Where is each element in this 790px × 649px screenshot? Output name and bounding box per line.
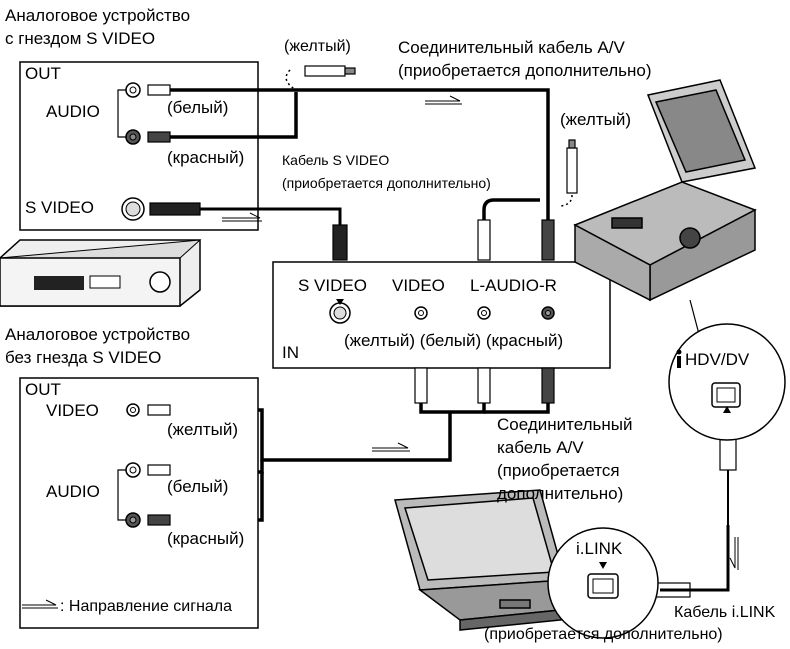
analog-device-svideo-title-line2: с гнездом S VIDEO	[5, 29, 156, 48]
av-cable2-label-line1: Соединительный	[497, 415, 633, 434]
right-yellow-label: (желтый)	[560, 110, 632, 129]
in-panel-audio-label: L-AUDIO-R	[470, 276, 557, 295]
ilink-symbol-icon	[676, 349, 682, 368]
upper-red-label: (красный)	[167, 148, 245, 167]
loose-yellow-plug-icon	[304, 65, 356, 77]
loose-yellow-plug-vertical-icon	[566, 139, 578, 194]
av-cable2-label-line3: (приобретается	[497, 461, 620, 480]
av-cable-label-line1: Соединительный кабель A/V	[398, 38, 625, 57]
legend-signal-direction: : Направление сигнала	[60, 598, 233, 615]
signal-direction-arrows-icon	[222, 95, 739, 570]
in-panel-top-plugs-icon	[332, 219, 555, 261]
av-cable2-label-line4: дополнительно)	[497, 484, 624, 503]
analog-device-no-svideo-title-line1: Аналоговое устройство	[5, 325, 191, 344]
ilink-port-label: i.LINK	[576, 539, 623, 558]
av-cable2-label-line2: кабель A/V	[497, 438, 584, 457]
lower-plugs-icon	[147, 404, 171, 526]
lower-out-label: OUT	[25, 380, 61, 399]
lower-audio-label: AUDIO	[46, 482, 100, 501]
upper-svideo-label: S VIDEO	[25, 198, 94, 217]
svideo-cable-label-line2: (приобретается дополнительно)	[282, 175, 491, 191]
upper-svideo-jack-icon	[121, 197, 145, 221]
upper-audio-jacks-icon	[117, 82, 141, 145]
lower-white-label: (белый)	[167, 477, 229, 496]
lower-video-label: VIDEO	[46, 401, 99, 420]
ilink-cable-label-line1: Кабель i.LINK	[674, 604, 776, 621]
av-cable-label-line2: (приобретается дополнительно)	[398, 61, 652, 80]
lower-yellow-label: (желтый)	[167, 420, 239, 439]
hdv-deck-illustration-icon	[573, 79, 757, 302]
in-panel-video-label: VIDEO	[392, 276, 445, 295]
svideo-cable-label-line1: Кабель S VIDEO	[282, 152, 390, 168]
in-panel-in-label: IN	[282, 343, 299, 362]
in-panel-bottom-plugs-icon	[414, 367, 555, 404]
lower-red-label: (красный)	[167, 529, 245, 548]
analog-device-no-svideo-box	[19, 377, 259, 629]
in-panel-svideo-label: S VIDEO	[298, 276, 367, 295]
hdv-dv-port-circle	[668, 323, 786, 441]
analog-device-svideo-title-line1: Аналоговое устройство	[5, 6, 191, 25]
ilink-cable-label-line2: (приобретается дополнительно)	[484, 626, 723, 643]
upper-yellow-label: (желтый)	[284, 38, 351, 55]
upper-audio-label: AUDIO	[46, 102, 100, 121]
in-panel-colors-label: (желтый) (белый) (красный)	[344, 331, 564, 350]
vcr-illustration-icon	[0, 239, 202, 307]
hdv-dv-port-label: HDV/DV	[685, 350, 750, 369]
upper-out-label: OUT	[25, 64, 61, 83]
lower-jacks-icon	[117, 403, 141, 528]
upper-white-label: (белый)	[167, 98, 229, 117]
legend-arrow-icon	[22, 599, 58, 609]
analog-device-no-svideo-title-line2: без гнезда S VIDEO	[5, 348, 162, 367]
in-panel-jacks-icon	[329, 299, 555, 324]
